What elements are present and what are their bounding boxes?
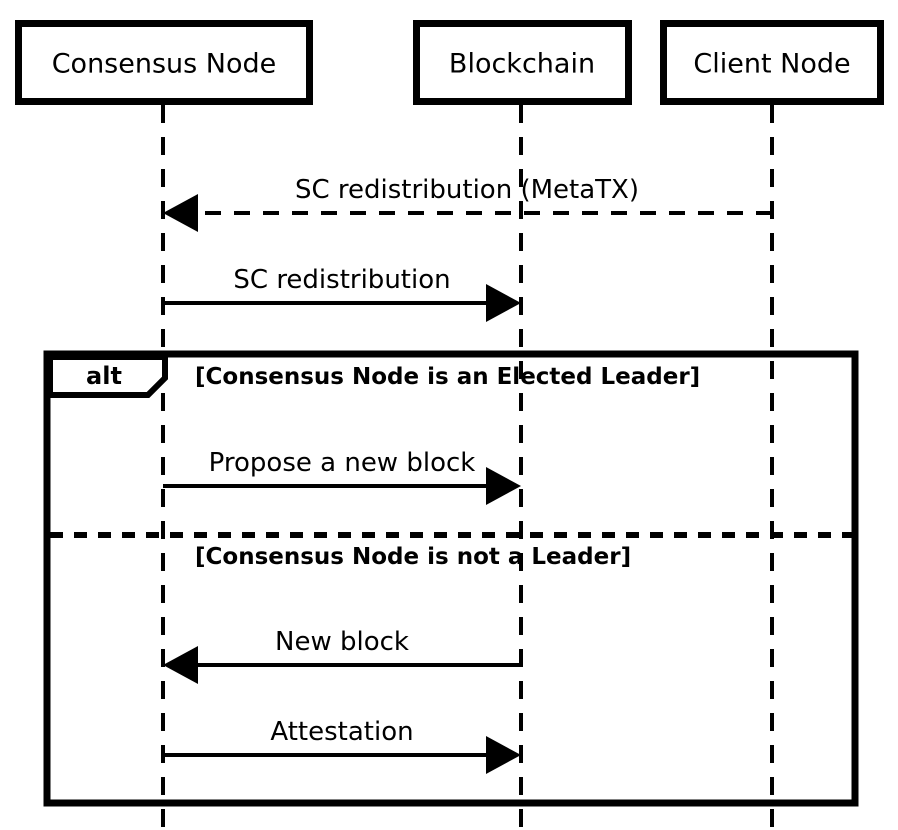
participant-blockchain[interactable]: Blockchain: [413, 20, 632, 105]
participant-boxes-group: Consensus Node Blockchain Client Node: [15, 20, 884, 105]
participant-box-client-node: [660, 20, 884, 105]
alt-guard-elected-leader: [Consensus Node is an Elected Leader]: [195, 364, 700, 390]
message-propose-a-new-block[interactable]: Propose a new block: [163, 448, 521, 505]
alt-operator-tab: [47, 354, 168, 398]
arrow-head-right-propose-a-new-block: [486, 467, 521, 505]
participant-box-consensus-node: [15, 20, 313, 105]
message-label-sc-redistribution-metatx: SC redistribution (MetaTX): [295, 175, 639, 205]
message-new-block[interactable]: New block: [163, 627, 521, 684]
message-label-sc-redistribution: SC redistribution: [233, 265, 450, 295]
message-sc-redistribution[interactable]: SC redistribution: [163, 265, 521, 322]
message-label-attestation: Attestation: [270, 717, 413, 747]
message-attestation[interactable]: Attestation: [163, 717, 521, 774]
participant-consensus-node[interactable]: Consensus Node: [15, 20, 313, 105]
alt-combined-fragment[interactable]: alt [Consensus Node is an Elected Leader…: [43, 350, 859, 807]
alt-guard-not-leader: [Consensus Node is not a Leader]: [195, 544, 631, 570]
alt-operator-label: alt: [86, 362, 122, 390]
arrow-head-right-sc-redistribution: [486, 284, 521, 322]
message-label-propose-a-new-block: Propose a new block: [209, 448, 476, 478]
arrow-head-right-attestation: [486, 736, 521, 774]
arrow-head-left-sc-redistribution-metatx: [163, 194, 198, 232]
alt-fragment-border: [43, 350, 859, 807]
participant-label-consensus-node: Consensus Node: [52, 49, 277, 80]
participant-label-client-node: Client Node: [693, 49, 850, 80]
participant-box-blockchain: [413, 20, 632, 105]
participant-label-blockchain: Blockchain: [449, 49, 595, 80]
message-label-new-block: New block: [275, 627, 409, 657]
message-sc-redistribution-metatx[interactable]: SC redistribution (MetaTX): [163, 175, 772, 232]
participant-client-node[interactable]: Client Node: [660, 20, 884, 105]
lifelines-group: [161, 105, 774, 830]
arrow-head-left-new-block: [163, 646, 198, 684]
